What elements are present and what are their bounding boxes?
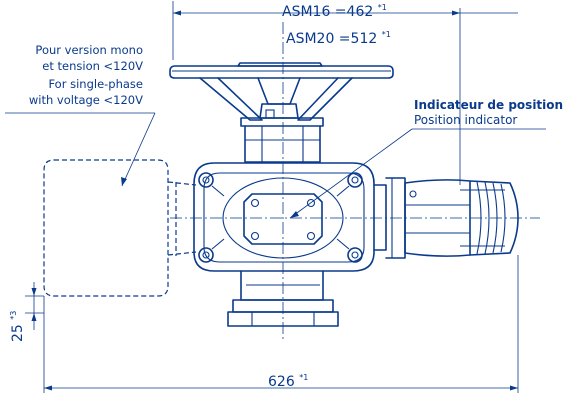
note-fr-line2: et tension <120V [42,59,143,73]
top-dimensions: ASM16 =462 *1 ASM20 =512 *1 [172,1,518,185]
clearance-dimension: 25 *3 [9,282,44,342]
note-fr-line1: Pour version mono [35,43,143,57]
single-phase-option [5,112,197,297]
clearance-value: 25 *3 [9,311,26,342]
main-housing [193,162,375,272]
callout-en: Position indicator [414,113,517,127]
asm16-dimension: ASM16 =462 *1 [282,3,387,20]
overall-dimension: 626 *1 [268,373,308,390]
handwheel [169,62,394,121]
asm20-dimension: ASM20 =512 *1 [286,30,391,47]
gearbox-neck [240,117,324,163]
note-en-line2: with voltage <120V [29,93,143,107]
position-indicator-callout: Indicateur de position Position indicato… [289,98,563,219]
note-en-line1: For single-phase [48,77,143,91]
callout-fr: Indicateur de position [414,98,563,112]
bottom-dimension: 626 *1 [43,255,519,393]
centerlines [170,22,540,340]
single-phase-note: Pour version mono et tension <120V For s… [29,43,143,107]
